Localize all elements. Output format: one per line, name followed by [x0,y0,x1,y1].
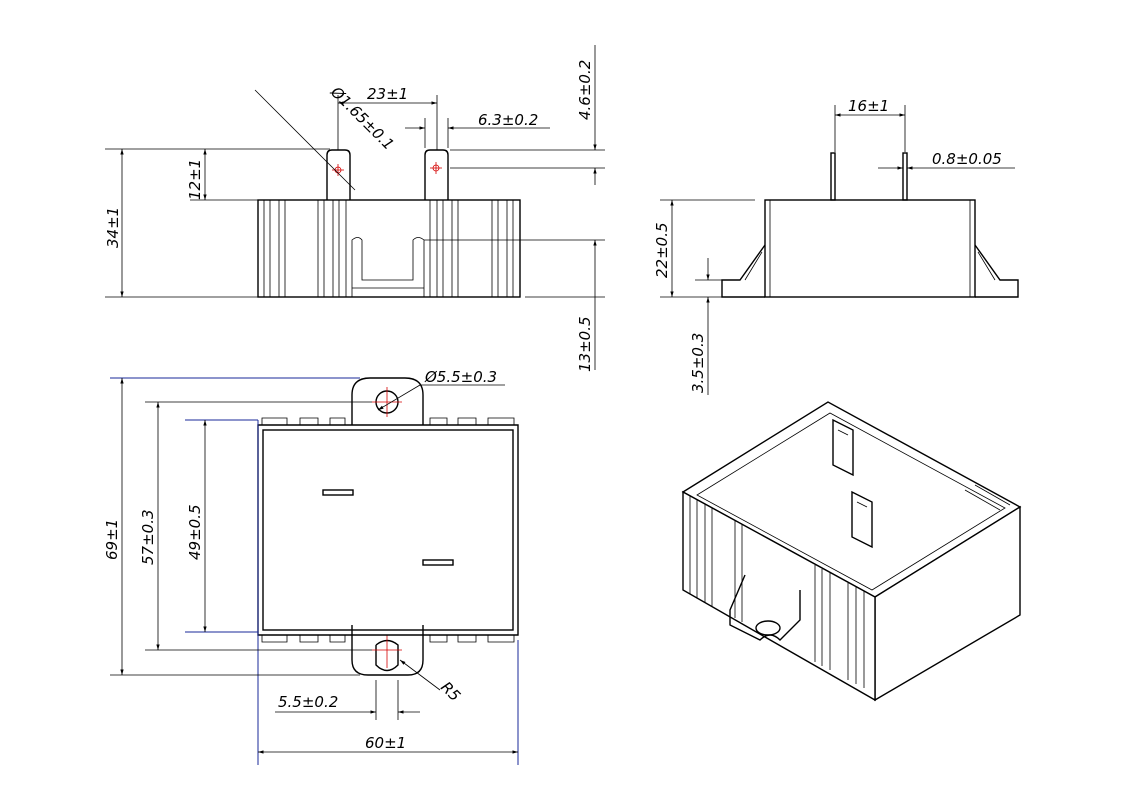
dim-mount-hole: Ø5.5±0.3 [424,368,497,386]
dim-pin-length: 12±1 [186,159,204,200]
top-view: Ø5.5±0.3 69±1 57±0.3 49±0.5 R5 5.5±0.2 6… [103,368,519,765]
front-tab-left [326,149,351,200]
top-pin-lower [422,559,454,566]
top-ear-lower [351,625,424,676]
iso-left-face [682,490,876,702]
potting-compound [262,429,514,631]
mount-slot-lower [375,639,399,672]
top-body-outline [257,424,519,636]
front-body [257,199,521,298]
front-tab-right [424,149,449,200]
dim-pin-thickness: 0.8±0.05 [932,150,1002,168]
dim-body-length: 49±0.5 [186,504,204,560]
dim-tab-height: 4.6±0.2 [576,60,594,120]
iso-tab-rear [832,418,854,477]
side-flange-right [974,244,1019,298]
dim-pin-spacing: 23±1 [367,85,408,103]
dim-body-height: 22±0.5 [653,222,671,278]
front-cutout [351,237,425,297]
dim-flange-height: 3.5±0.3 [689,333,707,393]
top-ear-upper [351,377,424,425]
side-pin-left [830,152,836,201]
dim-total-height: 34±1 [104,207,122,248]
isometric-view [681,401,1022,702]
iso-potting [696,412,1006,591]
front-grooves [263,200,514,297]
dim-overall-length: 69±1 [103,519,121,560]
dim-overall-width: 60±1 [365,734,406,752]
front-view: Ø1.65±0.1 23±1 6.3±0.2 4.6±0.2 12±1 34±1… [104,45,605,372]
side-pin-right [902,152,908,201]
side-flange-left [721,244,766,298]
top-pin-upper [322,489,354,496]
dim-mid-height: 13±0.5 [576,316,594,372]
dim-radius: R5 [437,678,464,705]
iso-tab-front [851,490,873,549]
dim-tab-width: 6.3±0.2 [478,111,538,129]
side-body [764,199,976,298]
dim-slot-width: 5.5±0.2 [278,693,338,711]
side-view: 16±1 0.8±0.05 22±0.5 3.5±0.3 [653,97,1019,395]
dim-side-pin-spacing: 16±1 [848,97,889,115]
dim-hole-spacing: 57±0.3 [139,509,157,565]
